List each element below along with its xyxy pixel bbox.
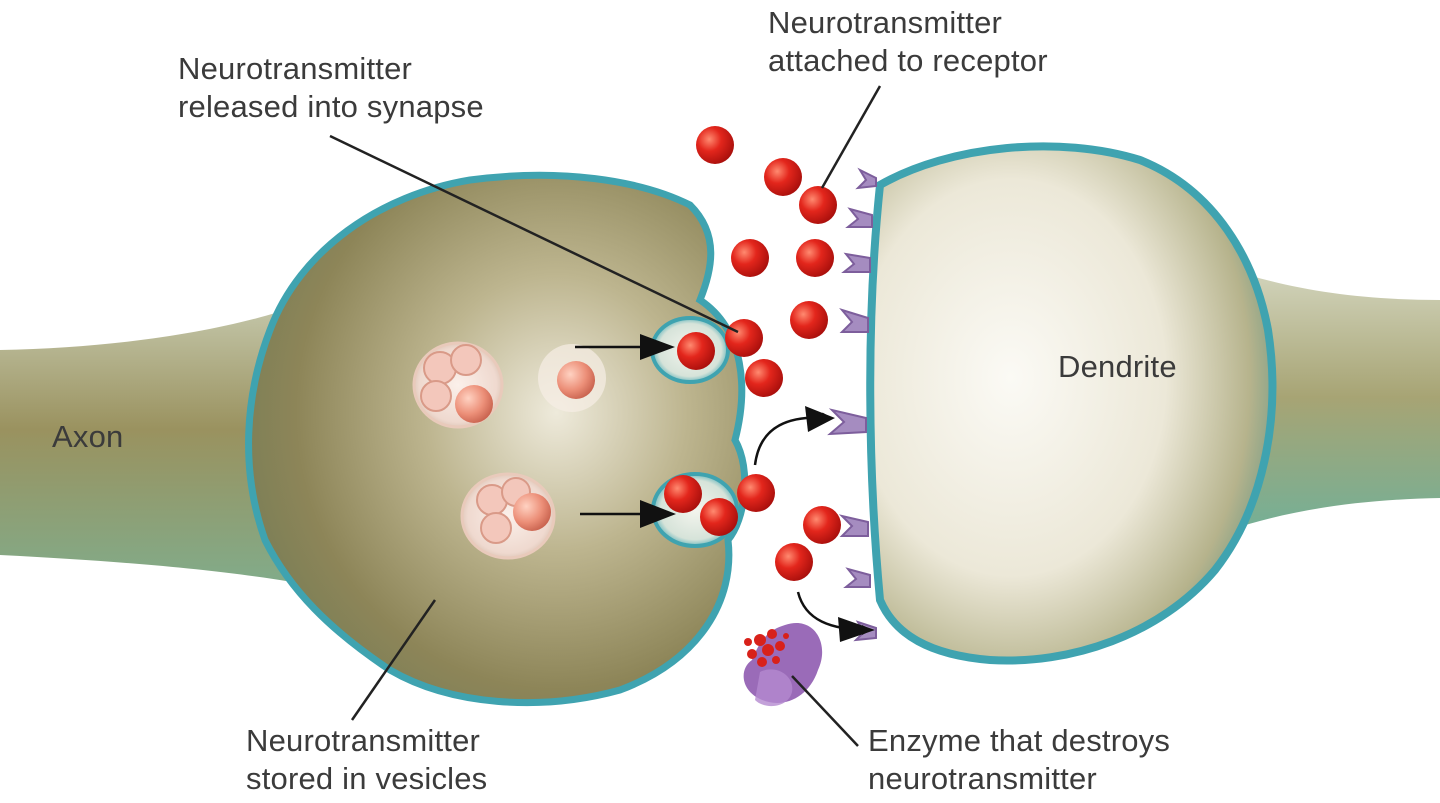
vesicle-lower — [460, 472, 556, 560]
label-neurotransmitter-attached: Neurotransmitter attached to receptor — [768, 4, 1048, 80]
leader-stored — [350, 599, 437, 721]
label-axon: Axon — [52, 419, 124, 454]
vesicle-upper — [412, 341, 504, 429]
receptors — [827, 167, 877, 642]
neurotransmitter — [745, 359, 783, 397]
label-line: stored in vesicles — [246, 761, 488, 796]
neurotransmitter — [803, 506, 841, 544]
receptor — [843, 567, 871, 588]
receptor — [827, 408, 867, 436]
receptor — [841, 252, 871, 273]
leader-lines — [329, 85, 882, 747]
label-line: Neurotransmitter — [768, 5, 1003, 40]
axon-terminal — [245, 171, 749, 707]
leader-enzyme — [791, 675, 859, 747]
label-line: released into synapse — [178, 89, 484, 124]
leader-attached — [820, 85, 882, 189]
leader-released — [329, 134, 739, 334]
label-line: neurotransmitter — [868, 761, 1097, 796]
neurotransmitter — [799, 186, 837, 224]
neurotransmitter — [696, 126, 734, 164]
neurotransmitter — [790, 301, 828, 339]
label-line: Enzyme that destroys — [868, 723, 1171, 758]
label-line: Neurotransmitter — [246, 723, 481, 758]
neurotransmitter — [737, 474, 775, 512]
neurotransmitter — [664, 475, 702, 513]
receptor — [838, 514, 869, 537]
vesicle-moving — [538, 344, 606, 412]
label-enzyme: Enzyme that destroys neurotransmitter — [868, 722, 1170, 798]
label-neurotransmitter-released: Neurotransmitter released into synapse — [178, 50, 484, 126]
neurotransmitters — [664, 126, 841, 581]
neurotransmitter — [700, 498, 738, 536]
neurotransmitter — [764, 158, 802, 196]
neurotransmitter — [796, 239, 834, 277]
neurotransmitter — [677, 332, 715, 370]
enzyme — [743, 623, 823, 707]
receptor — [855, 167, 877, 190]
neurotransmitter — [775, 543, 813, 581]
dendrite-body — [866, 142, 1277, 665]
label-line: Neurotransmitter — [178, 51, 413, 86]
neurotransmitter — [725, 319, 763, 357]
receptor — [839, 308, 869, 333]
neurotransmitter — [731, 239, 769, 277]
label-neurotransmitter-stored: Neurotransmitter stored in vesicles — [246, 722, 487, 798]
receptor — [845, 207, 873, 228]
label-line: attached to receptor — [768, 43, 1048, 78]
label-dendrite: Dendrite — [1058, 349, 1177, 384]
